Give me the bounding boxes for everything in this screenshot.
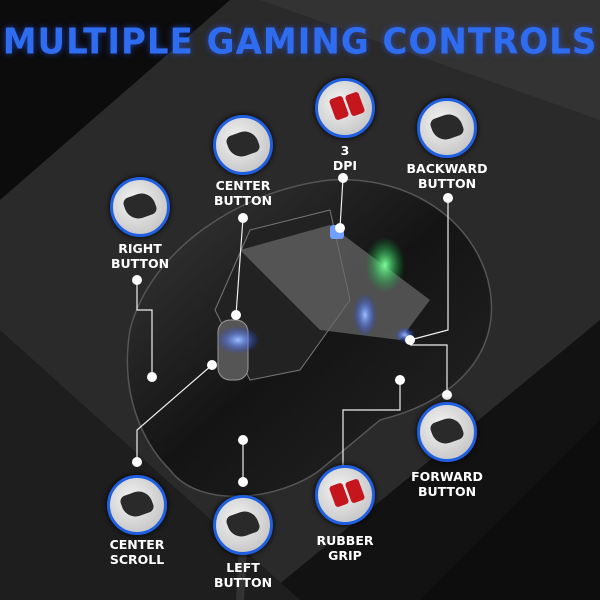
left-button-thumbnail [213,495,273,555]
label-line: CENTER [215,178,271,193]
label-line: BUTTON [417,484,477,499]
page-title: MULTIPLE GAMING CONTROLS [2,21,598,63]
label-line: BUTTON [213,575,273,590]
backward-button-thumbnail [417,98,477,158]
label-line: BACKWARD [406,161,488,176]
leader-lines [136,177,449,482]
label-line: LEFT [226,560,260,575]
label-line: DPI [332,158,358,173]
rubber-grip-thumbnail [315,465,375,525]
forward-button-thumbnail [417,402,477,462]
dpi-thumbnail [315,78,375,138]
right-button-thumbnail [110,177,170,237]
center-scroll-thumbnail [107,475,167,535]
label-line: BUTTON [110,256,170,271]
label-line: 3 [340,143,350,158]
label-line: RIGHT [118,241,162,256]
label-line: GRIP [328,548,362,563]
label-line: CENTER [109,537,165,552]
label-line: BUTTON [417,176,477,191]
center-button-thumbnail [213,115,273,175]
leader-dots [132,173,453,487]
label-line: RUBBER [316,533,374,548]
label-line: BUTTON [213,193,273,208]
label-line: FORWARD [411,469,483,484]
label-line: SCROLL [109,552,165,567]
mouse-image [126,179,493,600]
